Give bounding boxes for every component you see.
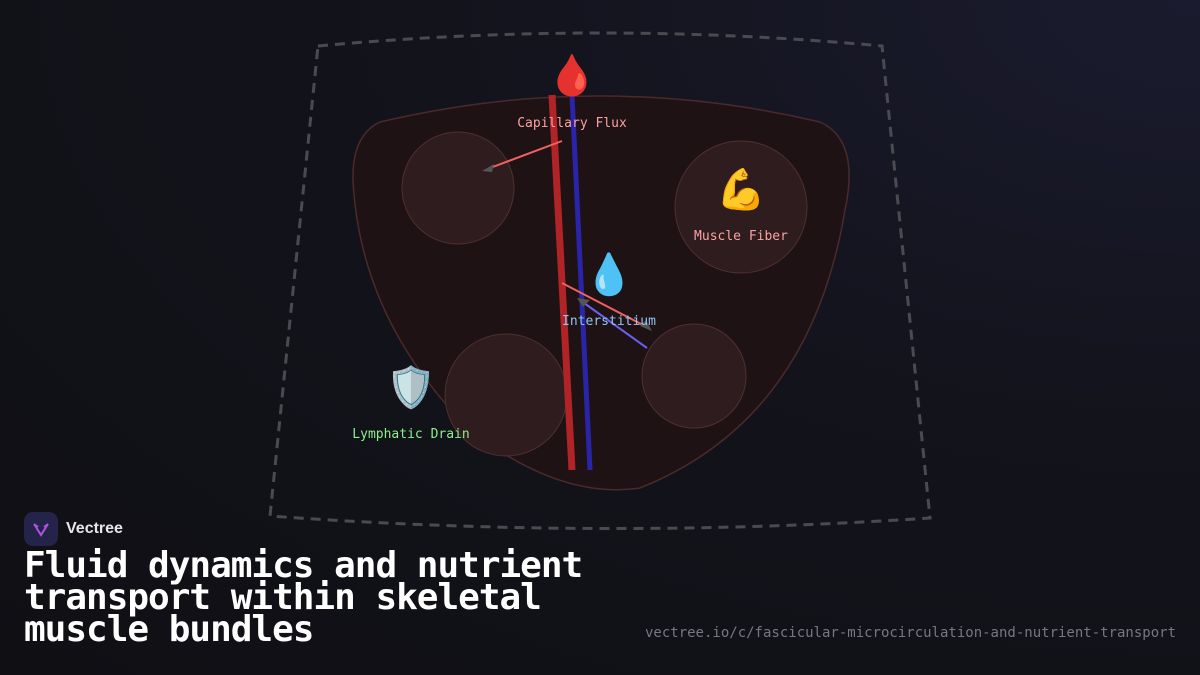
capillary-flux-label: Capillary Flux xyxy=(517,116,627,131)
blood-drop-icon: 🩸 xyxy=(547,53,597,99)
muscle-fiber-circle xyxy=(674,140,808,274)
brand-name: Vectree xyxy=(66,520,123,537)
shield-icon: 🛡️ xyxy=(386,365,436,411)
venule xyxy=(569,94,593,471)
muscle-fiber-label: Muscle Fiber xyxy=(694,229,788,244)
flexed-biceps-icon: 💪 xyxy=(716,167,766,213)
arrowhead xyxy=(482,164,494,172)
interstitium-label: Interstitium xyxy=(562,314,656,329)
muscle-fiber-circle xyxy=(641,323,747,429)
return-arrow xyxy=(583,302,648,349)
interstitial-arrow xyxy=(561,282,646,327)
arrowhead xyxy=(577,298,590,307)
flux-arrow xyxy=(489,140,563,169)
arteriole xyxy=(548,94,576,471)
lymphatic-drain-label: Lymphatic Drain xyxy=(352,427,470,442)
water-droplet-icon: 💧 xyxy=(584,252,634,298)
source-url: vectree.io/c/fascicular-microcirculation… xyxy=(644,625,1176,641)
vectree-logo-icon xyxy=(24,512,58,546)
page-title: Fluid dynamics and nutrient transport wi… xyxy=(24,545,583,650)
arrowhead xyxy=(640,320,652,331)
muscle-fiber-circle xyxy=(401,131,515,245)
epimysium-boundary xyxy=(268,31,932,531)
brand: Vectree xyxy=(24,512,123,546)
